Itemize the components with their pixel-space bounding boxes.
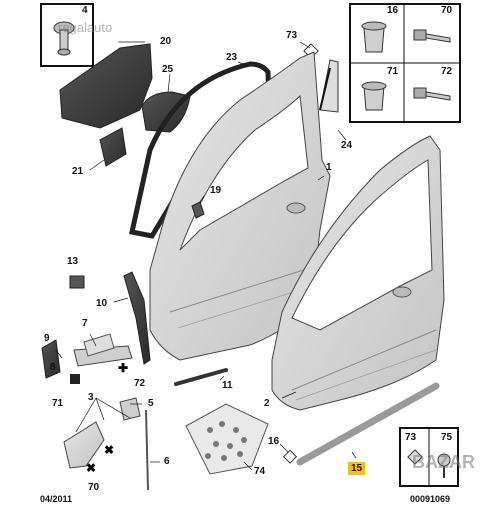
- label-15-highlighted: 15: [348, 462, 366, 475]
- label-74: 74: [254, 466, 266, 477]
- part-21-trim-piece: [99, 127, 127, 167]
- part-8-hinge: [83, 333, 115, 357]
- screw-70-icon: [413, 29, 451, 43]
- label-10: 10: [96, 298, 108, 309]
- label-70: 70: [88, 482, 100, 493]
- label-8: 8: [50, 362, 56, 373]
- label-23: 23: [226, 52, 238, 63]
- label-25: 25: [162, 64, 174, 75]
- inset-label-16: 16: [387, 5, 399, 16]
- date-code: 04/2011: [40, 494, 73, 504]
- door-handle-recess-upper: [286, 202, 306, 214]
- bolt-72-icon: [413, 87, 451, 101]
- inset-label-4: 4: [82, 5, 88, 16]
- part-24-pillar-strip: [319, 59, 339, 113]
- label-72: 72: [134, 378, 146, 389]
- screw-icon-x-70: ✖: [86, 461, 96, 475]
- label-1: 1: [326, 162, 332, 173]
- part-6-hinge-rod: [145, 409, 149, 491]
- part-15-door-moulding: [296, 382, 440, 466]
- inset-label-73: 73: [405, 432, 417, 443]
- part-13-pad: [69, 275, 85, 289]
- inset-label-70: 70: [441, 5, 453, 16]
- door-handle-recess-lower: [392, 286, 412, 298]
- screw-icon-x-3: ✖: [104, 443, 114, 457]
- part-20-inner-cover: [59, 43, 153, 129]
- label-19: 19: [210, 185, 222, 196]
- label-20: 20: [160, 36, 172, 47]
- label-3: 3: [88, 392, 94, 403]
- label-11: 11: [222, 380, 233, 391]
- label-24: 24: [341, 140, 353, 151]
- part-71-pad: [70, 374, 80, 384]
- push-clip-16-icon: [361, 21, 387, 53]
- part-5-hinge-pin: [119, 397, 141, 421]
- inset-label-72: 72: [441, 66, 453, 77]
- nut-71-icon: [361, 81, 387, 111]
- drawing-number: 00091069: [410, 494, 451, 504]
- fastener-clip-icon: [53, 21, 75, 56]
- part-9-check-strap-cover: [41, 339, 61, 379]
- clip-75-icon: [437, 453, 451, 478]
- label-16: 16: [268, 436, 280, 447]
- label-7: 7: [82, 318, 88, 329]
- part-19-clip: [191, 201, 205, 219]
- fastener-kit-clips: [205, 421, 247, 461]
- inset-label-71: 71: [387, 66, 399, 77]
- part-3-lower-hinge: [63, 421, 105, 469]
- label-13: 13: [67, 256, 79, 267]
- inset-label-75: 75: [441, 432, 453, 443]
- label-73: 73: [286, 30, 298, 41]
- label-9: 9: [44, 333, 50, 344]
- part-11-lower-seal: [174, 368, 228, 386]
- part-10-hinge-seal: [123, 271, 151, 365]
- label-2: 2: [264, 398, 270, 409]
- label-71: 71: [52, 398, 64, 409]
- label-5: 5: [148, 398, 154, 409]
- part-74-fastener-kit: [185, 403, 269, 475]
- label-21: 21: [72, 166, 84, 177]
- label-6: 6: [164, 456, 170, 467]
- screw-icon-x-72: ✚: [118, 361, 128, 375]
- plug-73-icon: [407, 449, 423, 465]
- part-16-plug: [282, 449, 298, 464]
- watermark-top: regalauto: [58, 20, 113, 35]
- watermark-bottom: BAZAR: [412, 452, 475, 472]
